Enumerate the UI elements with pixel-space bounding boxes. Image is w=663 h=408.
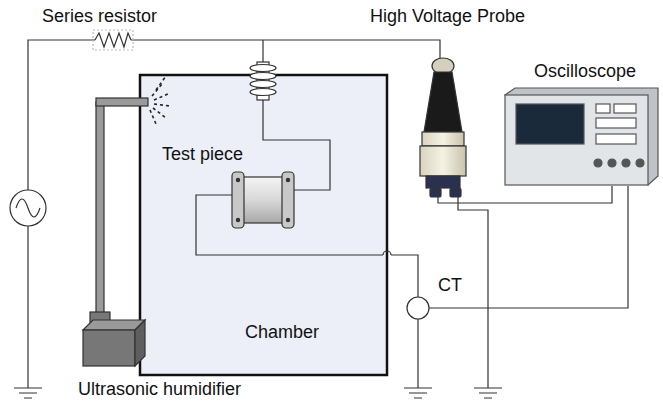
wire [263,40,330,190]
node-label: Chamber [245,323,319,343]
ct-symbol [407,297,429,319]
ct-cable [429,186,628,308]
hv-probe [420,58,466,197]
component-label: Series resistor [42,7,157,27]
component-label: CT [438,276,462,296]
resistor-frame [93,30,133,50]
resistor-symbol [95,33,131,47]
wire [28,40,440,388]
oscilloscope [505,88,658,185]
test-piece [232,172,294,228]
probe-cable [438,186,612,203]
bushing [250,62,276,100]
ac-source [10,190,46,226]
component-label: Test piece [162,145,243,165]
component-label: Ultrasonic humidifier [78,380,241,400]
component-label: High Voltage Probe [370,7,525,27]
wire [196,195,418,388]
humidifier [83,98,148,366]
component-label: Oscilloscope [534,62,636,82]
chamber: Chamber [140,75,387,375]
mist-spray [150,76,170,124]
wire-hop [383,251,391,255]
probe-ground [458,197,488,388]
sine-symbol [16,199,40,217]
